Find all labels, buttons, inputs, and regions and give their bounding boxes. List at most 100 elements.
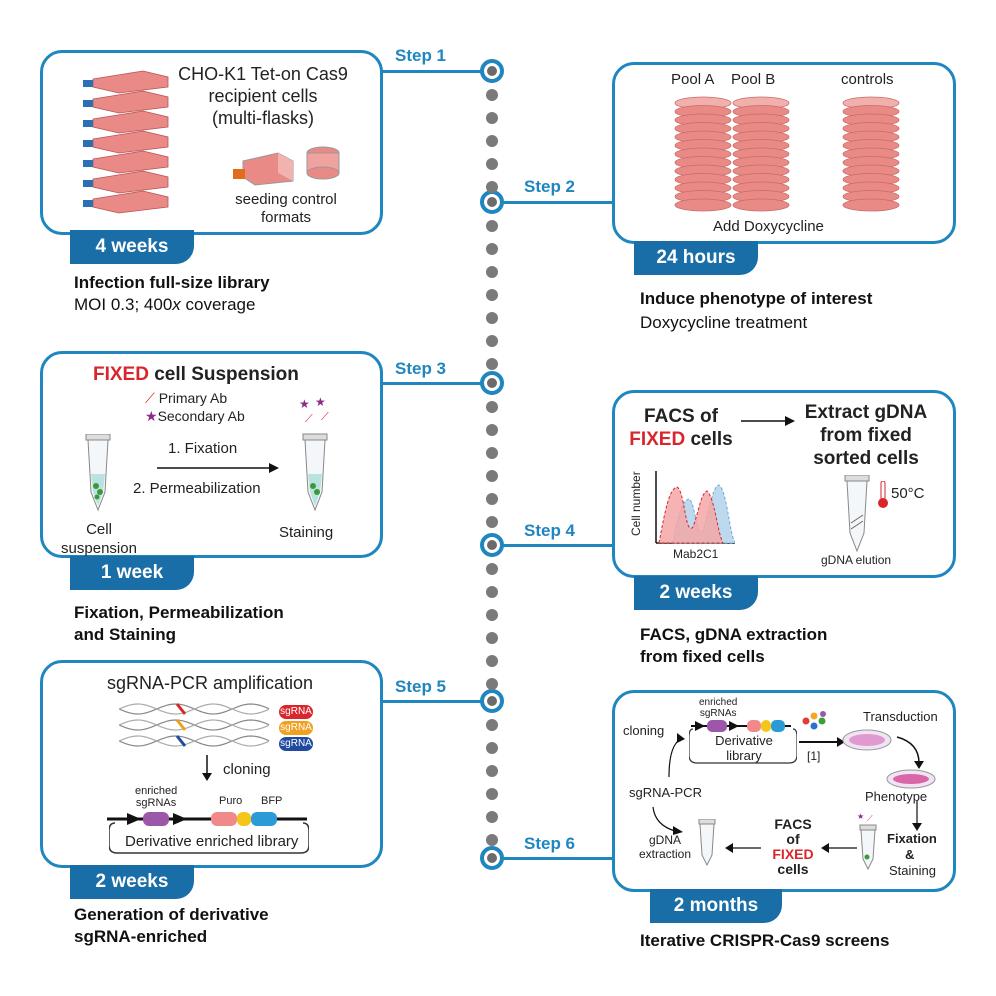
caption-title-step-2: Induce phenotype of interest: [640, 289, 873, 308]
timeline-node-2: [480, 190, 504, 214]
svg-text:★: ★: [299, 397, 310, 411]
histogram-ylabel: Cell number: [629, 471, 643, 536]
timeline-dot: [486, 358, 498, 370]
panel5-title: sgRNA-PCR amplification: [107, 673, 314, 693]
mini-library-loop: [689, 728, 797, 764]
elution-label: gDNA elution: [821, 553, 892, 567]
timeline-dot: [486, 401, 498, 413]
connector-1: [381, 70, 481, 73]
p6-gdna-line: extraction: [638, 847, 692, 861]
timeline-node-5: [480, 689, 504, 713]
timeline-dot: [486, 678, 498, 690]
dna-strand: [119, 703, 270, 715]
facs-heading: FACS of FIXED cells: [629, 406, 733, 450]
timeline-dot: [486, 563, 498, 575]
enriched-line: sgRNAs: [135, 797, 177, 809]
timeline-node-4: [480, 533, 504, 557]
panel-step-4: FACS of FIXED cells Extract gDNA from fi…: [612, 390, 956, 578]
panel-step-2: Pool A Pool B controls Add Doxycycline: [612, 62, 956, 244]
p6-enriched-line: enriched: [699, 697, 738, 708]
timeline-dot: [486, 811, 498, 823]
library-loop: [109, 822, 309, 854]
step-1-label: Step 1: [395, 46, 447, 65]
timeline-dot: [486, 135, 498, 147]
panel3-title: FIXED cell Suspension: [93, 364, 299, 385]
dish-icon: [842, 729, 892, 751]
p6-deriv-line: library: [726, 748, 762, 763]
panel1-seeding-line: seeding control: [235, 191, 337, 208]
pool-a-label: Pool A: [671, 71, 715, 88]
timeline-dot: [486, 788, 498, 800]
cloning-label: cloning: [223, 761, 271, 778]
caption-step-3: Fixation, Permeabilization and Staining: [74, 603, 284, 644]
fixation-label: 1. Fixation: [168, 440, 238, 457]
panel-step-3: FIXED cell Suspension ⟋ Primary Ab ★Seco…: [40, 351, 383, 558]
dna-strand: [119, 735, 270, 747]
p6-gdna-tube-icon: [698, 819, 716, 867]
sgrna-pcr-label: sgRNA-PCR: [629, 785, 702, 800]
caption-step-5: Generation of derivative sgRNA-enriched: [74, 905, 269, 946]
sgrna-pill-red: sgRNA: [279, 705, 313, 719]
caption-step-4: FACS, gDNA extraction from fixed cells: [640, 625, 828, 666]
transduction-label: Transduction: [863, 709, 938, 724]
cycle-arrow-right-down: [912, 801, 922, 831]
p6-deriv-line: Derivative: [715, 733, 773, 748]
facs-to-gdna-arrow: [725, 843, 761, 853]
down-arrow-icon: [202, 755, 212, 781]
pool-a-stack: [674, 96, 732, 212]
p6-facs-block: FACS of FIXED cells: [772, 816, 814, 877]
connector-2: [503, 201, 613, 204]
connector-5: [381, 700, 481, 703]
svg-text:★: ★: [857, 812, 864, 821]
ref-label: [1]: [807, 749, 821, 763]
primary-ab-label: ⟋ Primary Ab: [145, 390, 228, 406]
p6-cloning-label: cloning: [623, 723, 665, 738]
flask-layer: [83, 190, 169, 214]
timeline-dot: [486, 266, 498, 278]
flask-layer: [83, 110, 169, 134]
timeline-dot: [486, 335, 498, 347]
step-5-label: Step 5: [395, 677, 447, 696]
timeline-dot: [486, 447, 498, 459]
p6-fixation-label: Fixation: [887, 831, 937, 846]
timeline-dot: [486, 89, 498, 101]
timeline-dot: [486, 632, 498, 644]
dna-helix-icon: [119, 703, 270, 747]
staining-label: Staining: [279, 524, 334, 541]
permeabilization-label: 2. Permeabilization: [133, 480, 261, 497]
connector-6: [503, 857, 613, 860]
controls-stack: [842, 96, 900, 212]
duration-badge-step-1: 4 weeks: [70, 230, 194, 264]
p6-staining-label: Staining: [889, 863, 936, 878]
flask-layer: [83, 70, 169, 94]
facs-histogram: [655, 471, 735, 544]
timeline-dot: [486, 493, 498, 505]
sgrna-pill-blue: sgRNA: [279, 737, 313, 751]
cycle-arrow-left-down: [652, 806, 683, 835]
cycle-arrow-right: [896, 736, 924, 769]
panel1-title-line: recipient cells: [208, 86, 318, 106]
caption-step-6: Iterative CRISPR-Cas9 screens: [640, 931, 890, 950]
panel-step-5: sgRNA-PCR amplification sgRNA sgRNA sgRN…: [40, 660, 383, 868]
dish-stacks-icon: [674, 96, 900, 212]
secondary-ab-label: ★Secondary Ab: [145, 408, 245, 424]
timeline-dot: [486, 719, 498, 731]
cell-suspension-line: Cell: [86, 521, 112, 538]
timeline-dot: [486, 586, 498, 598]
duration-badge-step-3: 1 week: [70, 556, 194, 590]
enriched-line: enriched: [135, 785, 178, 797]
library-label: Derivative enriched library: [125, 833, 299, 850]
step-3-label: Step 3: [395, 359, 447, 378]
flask-layer: [83, 130, 169, 154]
timeline-node-6: [480, 846, 504, 870]
cycle-arrow-left-up: [668, 733, 685, 778]
duration-badge-step-5: 2 weeks: [70, 865, 194, 899]
timeline-dot: [486, 742, 498, 754]
sgrna-pill-orange: sgRNA: [279, 721, 313, 735]
process-arrow: [157, 463, 279, 473]
controls-label: controls: [841, 71, 894, 88]
timeline-node-1: [480, 59, 504, 83]
bfp-label: BFP: [261, 795, 283, 807]
timeline-dot: [486, 158, 498, 170]
flask-layer: [83, 150, 169, 174]
